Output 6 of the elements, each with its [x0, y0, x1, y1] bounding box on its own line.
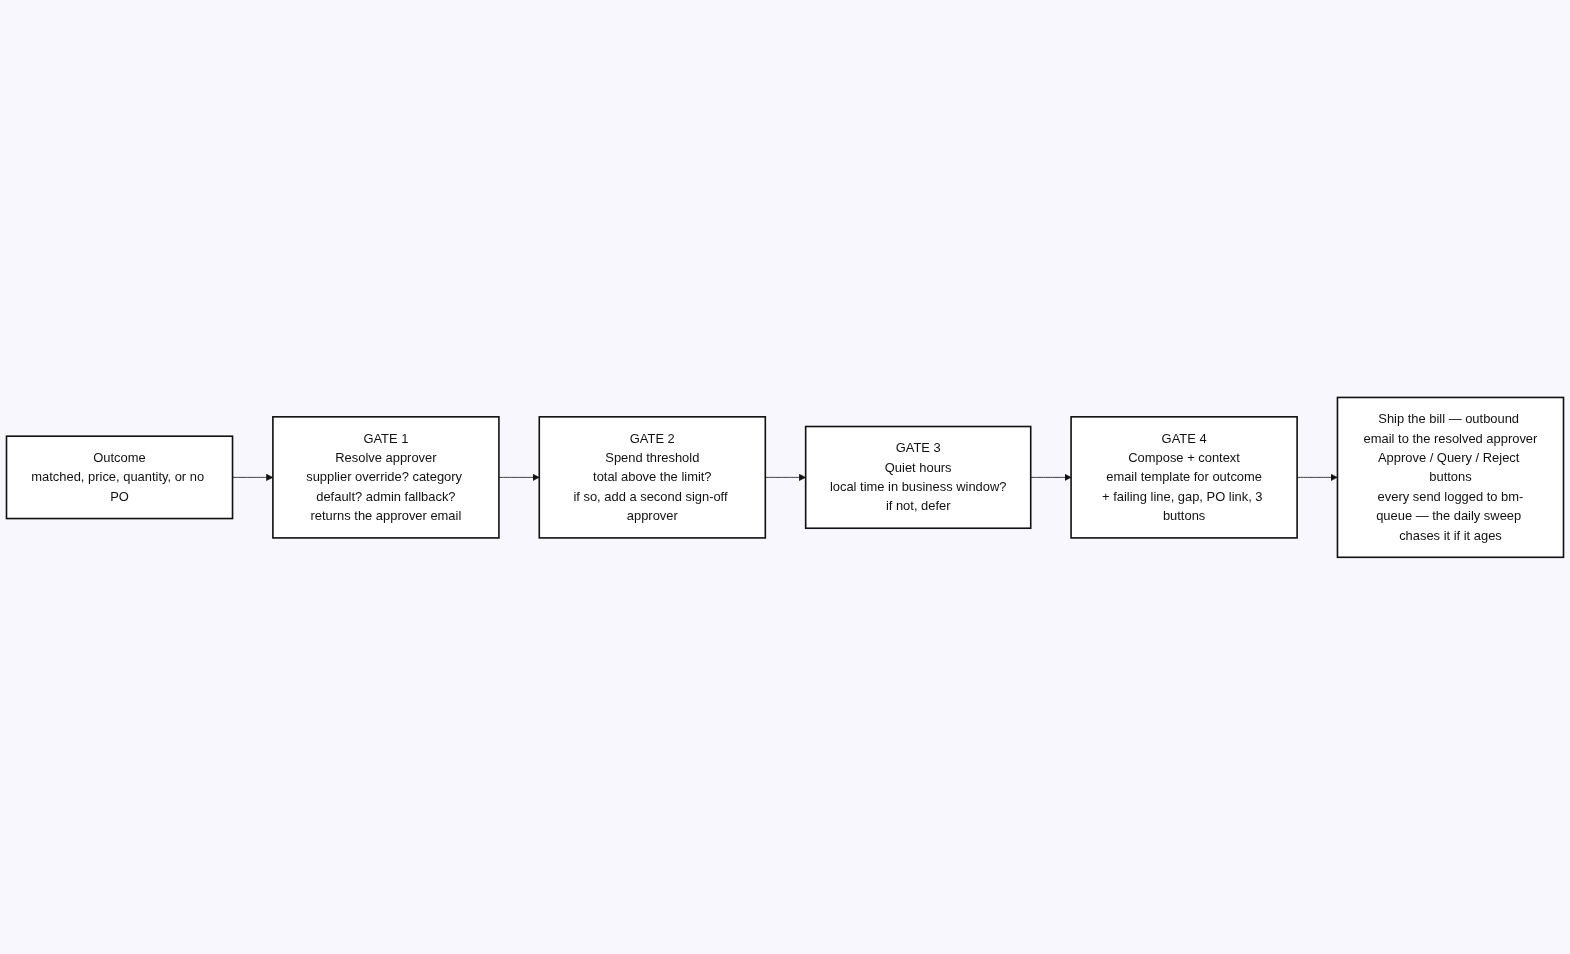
- node-box: GATE 3 Quiet hours local time in business window? if not, defer: [804, 425, 1032, 529]
- node-box: Outcome matched, price, quantity, or no PO: [5, 435, 234, 519]
- node-box: GATE 1 Resolve approver supplier override? category default? admin fallback? returns the approver email: [272, 415, 500, 539]
- node-box: GATE 2 Spend threshold total above the limit? if so, add a second sign-off approver: [538, 415, 767, 539]
- node-box: GATE 4 Compose + context email template for outcome + failing line, gap, PO link, 3 buttons: [1070, 415, 1298, 539]
- node-box: Ship the bill — outbound email to the resolved approver Approve / Query / Reject buttons every send logged to bm-queue — the daily sweep chases it if it ages: [1336, 396, 1565, 558]
